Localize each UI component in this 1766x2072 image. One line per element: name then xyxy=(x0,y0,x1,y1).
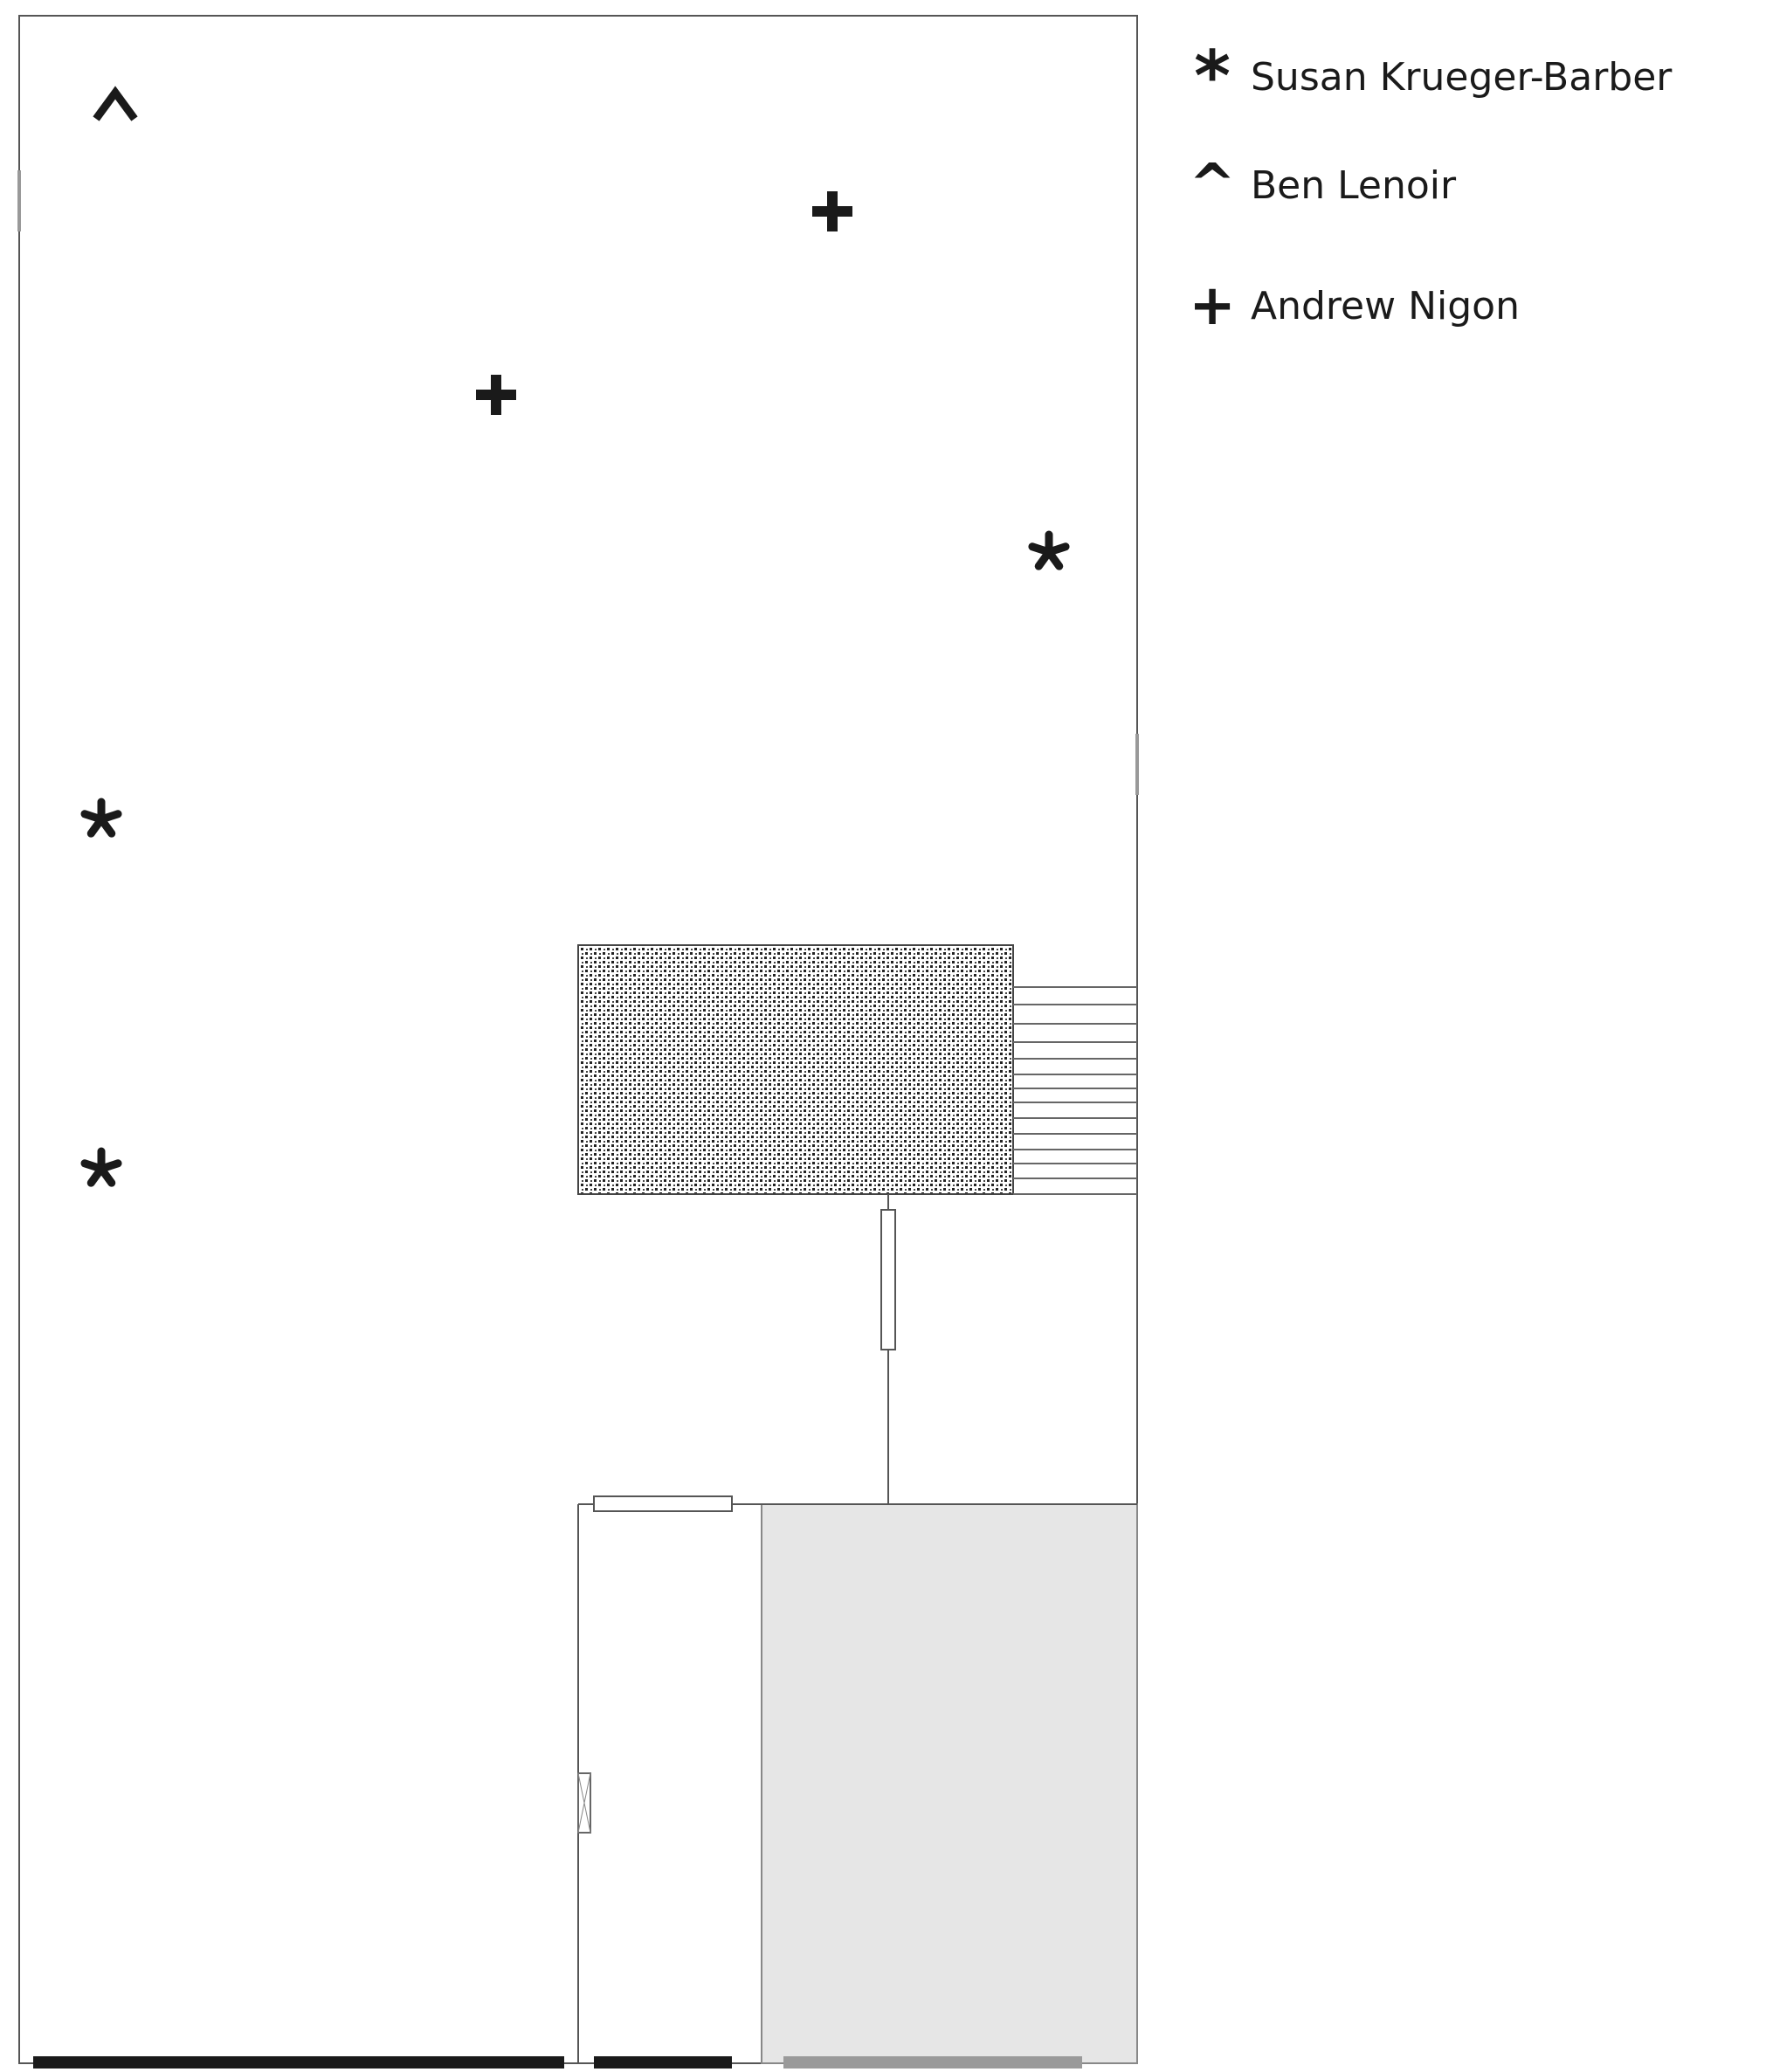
legend-label-andrew: Andrew Nigon xyxy=(1251,283,1520,328)
marker-asterisk-icon xyxy=(80,798,122,838)
marker-caret-icon xyxy=(93,86,138,121)
legend-item-susan: * Susan Krueger-Barber xyxy=(1186,36,1673,117)
stairs xyxy=(1013,986,1137,1195)
markers-layer xyxy=(80,86,1070,1187)
top-window xyxy=(593,1495,733,1512)
legend-label-susan: Susan Krueger-Barber xyxy=(1251,54,1673,100)
connector-window xyxy=(880,1209,896,1350)
bottom-bar-middle xyxy=(594,2056,732,2069)
bottom-bar-left xyxy=(33,2056,564,2069)
plus-icon: + xyxy=(1189,273,1236,338)
marker-plus-icon xyxy=(476,375,516,415)
bottom-bar-right xyxy=(783,2056,1082,2069)
shaded-room xyxy=(761,1503,1138,2064)
marker-asterisk-icon xyxy=(1028,530,1070,570)
marker-asterisk-icon xyxy=(80,1147,122,1187)
legend-label-ben: Ben Lenoir xyxy=(1251,162,1457,208)
speckled-structure xyxy=(577,944,1014,1195)
marker-plus-icon xyxy=(812,191,852,231)
asterisk-icon: * xyxy=(1194,36,1231,117)
caret-icon: ^ xyxy=(1189,153,1236,218)
side-door xyxy=(577,1772,591,1834)
legend-item-andrew: + Andrew Nigon xyxy=(1186,278,1520,334)
legend-item-ben: ^ Ben Lenoir xyxy=(1186,157,1456,213)
